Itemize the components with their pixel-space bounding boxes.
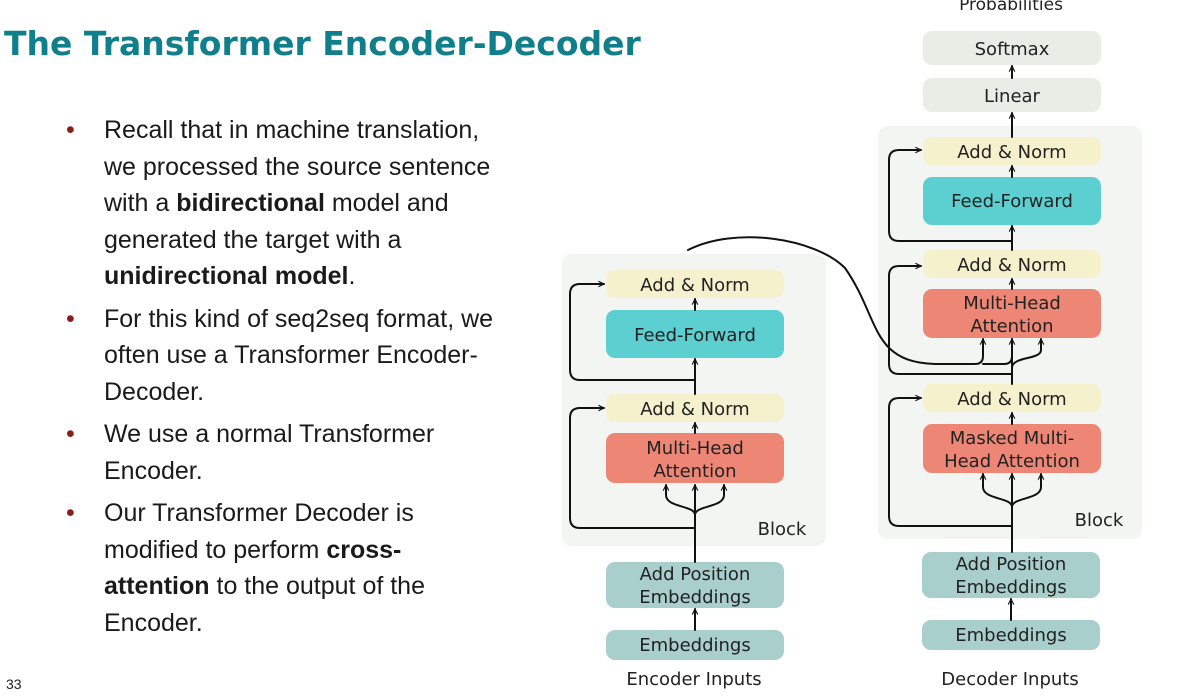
encoder-attention-label-line1: Multi-Head	[646, 438, 744, 459]
decoder-add-norm-middle-label: Add & Norm	[957, 255, 1066, 276]
decoder-residual-feedforward	[888, 150, 1013, 242]
bullet-text: Our Transformer Decoder is modified to p…	[104, 499, 414, 564]
decoder-block-label: Block	[1075, 510, 1124, 531]
decoder-embeddings-label: Embeddings	[955, 625, 1066, 646]
decoder-masked-fork-left	[983, 473, 1013, 508]
decoder-masked-attention-label-line1: Masked Multi-	[950, 428, 1074, 449]
bullet-text: .	[348, 262, 356, 290]
bullet-item: We use a normal Transformer Encoder.	[62, 416, 502, 489]
encoder-attention-fork-right	[694, 484, 724, 516]
encoder-residual-feedforward	[569, 284, 696, 381]
encoder-position-label-line1: Add Position	[640, 564, 751, 585]
decoder-position-box	[922, 552, 1100, 598]
decoder-masked-attention-label-line2: Head Attention	[944, 451, 1080, 472]
connector-arrows	[569, 65, 1041, 631]
encoder-block-label: Block	[758, 519, 807, 540]
decoder-add-norm-top-label: Add & Norm	[957, 142, 1066, 163]
encoder-add-norm-bottom-label: Add & Norm	[640, 399, 749, 420]
bullet-item: Recall that in machine translation, we p…	[62, 112, 502, 295]
decoder-add-norm-bottom-label: Add & Norm	[957, 389, 1066, 410]
slide-title: The Transformer Encoder-Decoder	[4, 24, 641, 63]
linear-label: Linear	[984, 86, 1041, 107]
linear-box	[923, 78, 1101, 112]
bullet-text: model and generated the target with a	[104, 189, 449, 254]
decoder-cross-attention-box	[923, 289, 1101, 338]
encoder-attention-label-line2: Attention	[653, 461, 736, 482]
encoder-embeddings-label: Embeddings	[639, 635, 750, 656]
decoder-residual-masked	[888, 398, 1013, 527]
decoder-add-norm-bottom-box	[923, 384, 1101, 412]
slide-number: 33	[6, 676, 22, 692]
probabilities-label: Probabilities	[959, 0, 1063, 15]
encoder-add-norm-top-box	[606, 270, 784, 298]
bullet-text: Recall that in machine translation, we p…	[104, 116, 491, 217]
decoder-cross-attention-label-line1: Multi-Head	[963, 293, 1061, 314]
decoder-masked-fork-right	[1011, 473, 1041, 508]
softmax-box	[923, 31, 1101, 65]
bullet-text: We use a normal Transformer Encoder.	[104, 420, 435, 485]
encoder-feed-forward-label: Feed-Forward	[634, 325, 756, 346]
bullet-text: to the output of the Encoder.	[104, 572, 425, 637]
bullet-item: For this kind of seq2seq format, we ofte…	[62, 301, 502, 411]
decoder-inputs-label: Decoder Inputs	[941, 669, 1078, 690]
decoder-add-norm-middle-box	[923, 250, 1101, 278]
encoder-add-norm-top-label: Add & Norm	[640, 275, 749, 296]
encoder-attention-box	[606, 433, 784, 483]
decoder-embeddings-box	[922, 620, 1100, 650]
encoder-inputs-label: Encoder Inputs	[626, 669, 761, 690]
encoder-embeddings-box	[606, 630, 784, 660]
bullet-bold-text: cross-attention	[104, 535, 402, 601]
decoder-residual-cross	[888, 266, 1013, 375]
encoder-residual-attention	[569, 408, 696, 529]
softmax-label: Softmax	[975, 39, 1050, 60]
decoder-cross-attention-label-line2: Attention	[970, 316, 1053, 337]
encoder-attention-fork-left	[666, 484, 696, 516]
decoder-cross-fork-right	[1011, 338, 1041, 369]
bullet-bold-text: unidirectional model	[104, 262, 349, 290]
encoder-feed-forward-box	[606, 310, 784, 358]
bullet-bold-text: bidirectional	[176, 189, 325, 217]
encoder-position-label-line2: Embeddings	[639, 587, 750, 608]
decoder-add-norm-top-box	[923, 137, 1101, 165]
decoder-position-label-line2: Embeddings	[955, 577, 1066, 598]
decoder-feed-forward-label: Feed-Forward	[951, 191, 1073, 212]
encoder-output-to-cross-attention	[687, 236, 983, 365]
bullet-text: For this kind of seq2seq format, we ofte…	[104, 304, 494, 406]
bullet-item: Our Transformer Decoder is modified to p…	[62, 495, 502, 641]
decoder-feed-forward-box	[923, 177, 1101, 225]
decoder-position-label-line1: Add Position	[956, 554, 1067, 575]
encoder-position-box	[606, 562, 784, 608]
decoder-masked-attention-box	[923, 424, 1101, 473]
bullet-list: Recall that in machine translation, we p…	[62, 112, 502, 647]
encoder-add-norm-bottom-box	[606, 394, 784, 422]
encoder-output-branch-mid	[982, 338, 1013, 365]
